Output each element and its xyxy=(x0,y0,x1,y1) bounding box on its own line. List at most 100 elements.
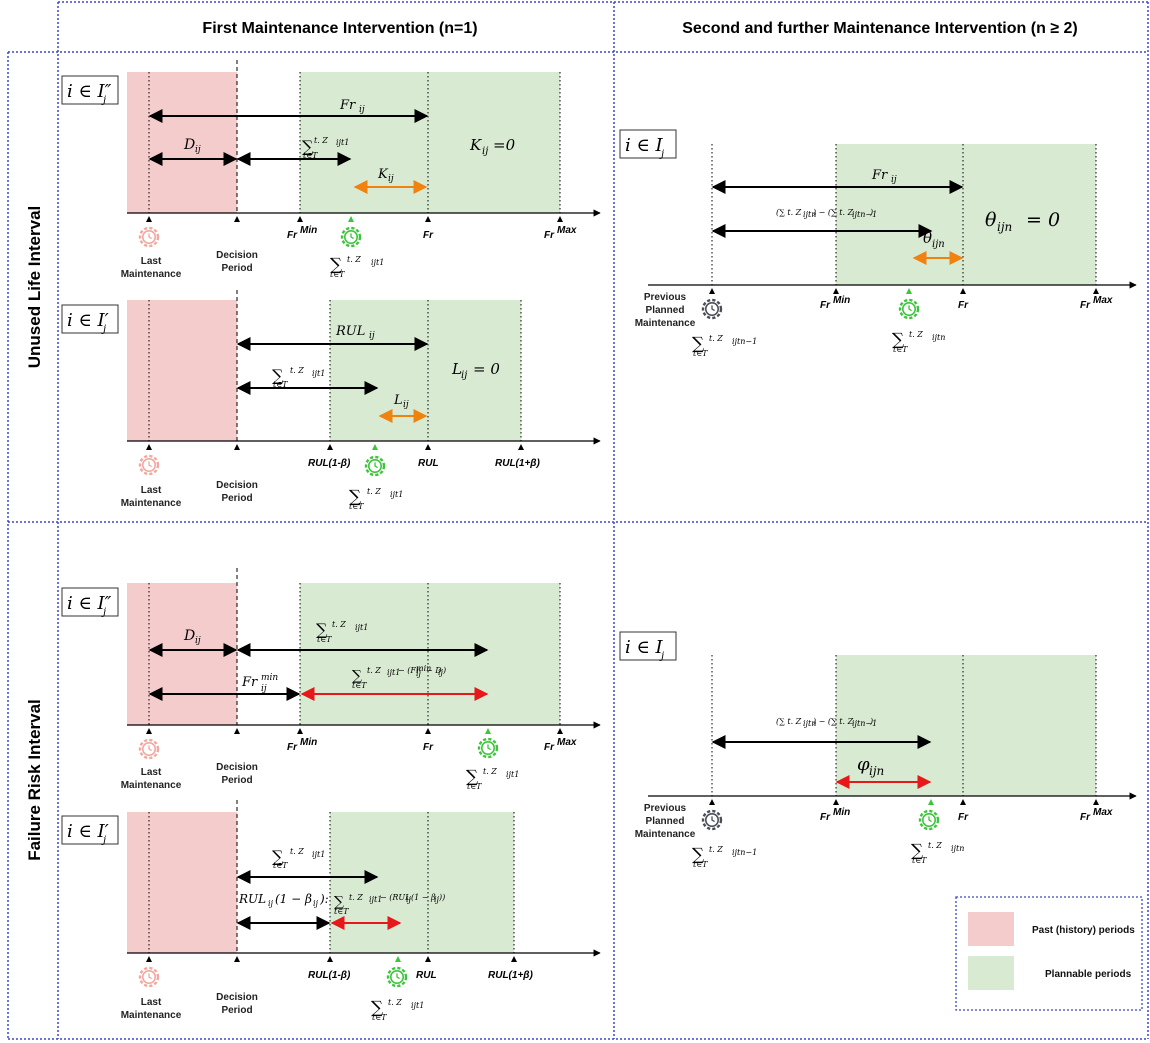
svg-text:j: j xyxy=(101,324,106,335)
svg-text:t. Z: t. Z xyxy=(709,334,723,343)
svg-text:D: D xyxy=(183,137,195,153)
svg-text:RUL: RUL xyxy=(335,324,365,339)
set-label: i ∈ I″ xyxy=(67,593,112,614)
set-label: i ∈ I″ xyxy=(67,81,112,102)
svg-text:Fr: Fr xyxy=(871,168,888,183)
svg-text:Fr: Fr xyxy=(820,812,831,823)
svg-text:Min: Min xyxy=(833,807,850,818)
svg-text:K: K xyxy=(377,167,389,182)
svg-text:Fr: Fr xyxy=(339,98,356,113)
svg-text:Fr: Fr xyxy=(544,230,555,241)
svg-text:ijn: ijn xyxy=(932,239,945,250)
svg-text:− (RUL: − (RUL xyxy=(380,893,410,902)
svg-text:Max: Max xyxy=(557,737,577,748)
svg-text:Fr: Fr xyxy=(820,300,831,311)
svg-text:Decision: Decision xyxy=(216,250,258,261)
svg-text:ijn: ijn xyxy=(869,764,884,778)
svg-text:): ) xyxy=(869,208,873,217)
grid-borders xyxy=(7,1,1149,1040)
svg-text:) − (∑ t. Z: ) − (∑ t. Z xyxy=(812,208,854,217)
set-label: i ∈ I′ xyxy=(67,310,109,331)
svg-text:ij: ij xyxy=(268,899,274,908)
svg-text:t. Z: t. Z xyxy=(314,136,328,145)
svg-text:j: j xyxy=(101,95,106,106)
last-maintenance-gear-icon xyxy=(138,966,160,988)
svg-text:ij: ij xyxy=(891,175,897,185)
svg-text:j: j xyxy=(659,651,664,662)
svg-text:Min: Min xyxy=(833,295,850,306)
svg-text:ij: ij xyxy=(416,669,422,678)
legend: Past (history) periods Plannable periods xyxy=(955,896,1143,1011)
svg-text:min: min xyxy=(416,664,431,673)
svg-text:Previous: Previous xyxy=(644,292,687,303)
svg-text:L: L xyxy=(393,393,403,408)
svg-text:RUL(1+β): RUL(1+β) xyxy=(495,458,540,469)
svg-text:Decision: Decision xyxy=(216,480,258,491)
svg-text:Period: Period xyxy=(221,263,252,274)
panel-unused-first-dprime: i ∈ I″ j Fr ij D ij ∑ t. Z ijt1 t∈T K ij… xyxy=(61,60,601,280)
set-label-box xyxy=(61,75,119,105)
svg-text:ijtn: ijtn xyxy=(803,210,816,219)
svg-text:Decision: Decision xyxy=(216,992,258,1003)
last-maintenance-gear-icon xyxy=(138,738,160,760)
svg-text:Maintenance: Maintenance xyxy=(635,829,696,840)
svg-text:t∈T: t∈T xyxy=(303,151,318,160)
panel-risk-first-dprime: i ∈ I″ j D ij ∑ t. Z ijt1 t∈T ∑ t. Z ijt… xyxy=(61,568,601,791)
svg-text:t. Z: t. Z xyxy=(709,845,723,854)
previous-maintenance-gear-icon xyxy=(701,298,723,320)
svg-text:t. Z: t. Z xyxy=(367,487,381,496)
set-label: i ∈ I xyxy=(625,637,664,658)
svg-text:θ: θ xyxy=(985,209,997,231)
svg-text:): ) xyxy=(442,666,446,675)
svg-text:(1 − β: (1 − β xyxy=(411,893,436,902)
svg-text:∑: ∑ xyxy=(272,366,284,385)
svg-text:Period: Period xyxy=(221,1005,252,1016)
svg-text:Max: Max xyxy=(1093,807,1113,818)
svg-text:Decision: Decision xyxy=(216,762,258,773)
set-label-box xyxy=(61,587,119,617)
planned-maintenance-gear-icon xyxy=(898,298,920,320)
past-period-region xyxy=(127,812,237,953)
set-label: i ∈ I xyxy=(625,135,664,156)
svg-text:ij: ij xyxy=(388,174,394,184)
svg-text:ijtn−1: ijtn−1 xyxy=(852,719,877,728)
column-header-second: Second and further Maintenance Intervent… xyxy=(682,20,1078,37)
svg-text:(∑ t. Z: (∑ t. Z xyxy=(776,208,802,217)
set-label-box xyxy=(619,631,677,661)
svg-text:t. Z: t. Z xyxy=(388,998,402,1007)
svg-text:ij: ij xyxy=(359,105,365,115)
svg-text:RUL: RUL xyxy=(238,892,266,906)
svg-text:Last: Last xyxy=(141,997,162,1008)
plannable-period-region xyxy=(330,812,514,953)
svg-text:Fr: Fr xyxy=(1080,300,1091,311)
svg-text:=0: =0 xyxy=(493,136,516,154)
svg-text:ijt1: ijt1 xyxy=(369,895,382,904)
svg-text:t. Z: t. Z xyxy=(347,255,361,264)
svg-text:j: j xyxy=(101,835,106,846)
svg-text:t. Z: t. Z xyxy=(290,366,304,375)
svg-text:ij: ij xyxy=(195,636,201,646)
svg-text:)): )) xyxy=(438,893,445,902)
row-label-unused-life: Unused Life Interval xyxy=(25,206,44,368)
last-maintenance-gear-icon xyxy=(138,454,160,476)
svg-text:RUL(1-β): RUL(1-β) xyxy=(308,458,351,469)
svg-text:∑: ∑ xyxy=(892,330,904,350)
svg-text:∑: ∑ xyxy=(349,487,361,507)
svg-text:ijt1: ijt1 xyxy=(387,668,400,677)
svg-text:t. Z: t. Z xyxy=(483,767,497,776)
svg-text:∑: ∑ xyxy=(371,998,383,1018)
svg-text:t∈T: t∈T xyxy=(273,861,288,870)
svg-text:∑: ∑ xyxy=(352,668,362,684)
svg-text:= 0: = 0 xyxy=(473,360,500,378)
plannable-period-region xyxy=(836,144,1096,285)
svg-text:= 0: = 0 xyxy=(1026,209,1060,231)
svg-text:ijt1: ijt1 xyxy=(312,850,325,859)
svg-text:ij: ij xyxy=(438,668,444,677)
planned-maintenance-gear-icon xyxy=(364,455,386,477)
svg-text:ijt1: ijt1 xyxy=(390,490,403,499)
svg-text:RUL: RUL xyxy=(418,458,439,469)
svg-text:Maintenance: Maintenance xyxy=(121,780,182,791)
past-period-region xyxy=(127,300,237,441)
column-header-first: First Maintenance Intervention (n=1) xyxy=(202,20,477,37)
